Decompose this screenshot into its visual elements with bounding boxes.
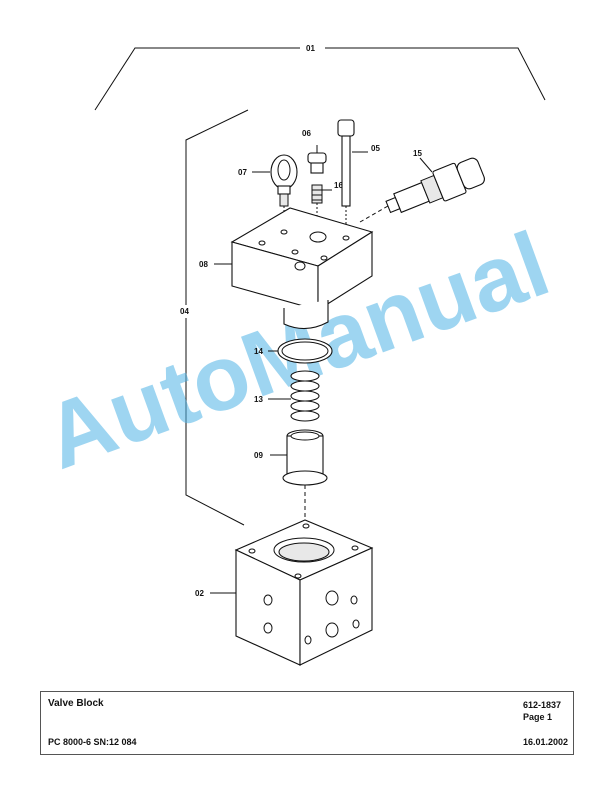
page-number: Page 1 [523, 712, 553, 722]
part-13-spring: 13 [254, 370, 320, 422]
callout-13: 13 [254, 395, 263, 404]
part-08-valve-body: 08 [199, 207, 374, 330]
part-05-cap-screw: 05 [337, 119, 380, 232]
exploded-parts-drawing: 01 04 AutoManual 07 06 16 [32, 44, 562, 666]
part-06-plug-screw: 06 [302, 129, 327, 174]
callout-01: 01 [306, 44, 315, 53]
assembly-bracket-01: 01 [94, 44, 546, 111]
callout-06: 06 [302, 129, 311, 138]
callout-15: 15 [413, 149, 422, 158]
revision-date: 16.01.2002 [523, 737, 569, 747]
part-14-o-ring: 14 [254, 338, 333, 364]
callout-04: 04 [180, 307, 189, 316]
title-block: Valve Block 612-1837 Page 1 PC 8000-6 SN… [40, 691, 574, 755]
assembly-bracket-04: 04 [180, 109, 249, 526]
callout-14: 14 [254, 347, 263, 356]
part-02-housing: 02 [195, 519, 374, 666]
callout-07: 07 [238, 168, 247, 177]
machine-model: PC 8000-6 SN:12 084 [48, 737, 137, 747]
callout-08: 08 [199, 260, 208, 269]
callout-02: 02 [195, 589, 204, 598]
callout-09: 09 [254, 451, 263, 460]
callout-05: 05 [371, 144, 380, 153]
part-07-eye-bolt: 07 [238, 154, 298, 232]
part-15-cartridge-valve: 15 [359, 149, 485, 223]
part-number: 612-1837 [523, 700, 562, 710]
part-09-sleeve: 09 [254, 429, 328, 486]
drawing-title: Valve Block [48, 698, 104, 709]
callout-16: 16 [334, 181, 343, 190]
